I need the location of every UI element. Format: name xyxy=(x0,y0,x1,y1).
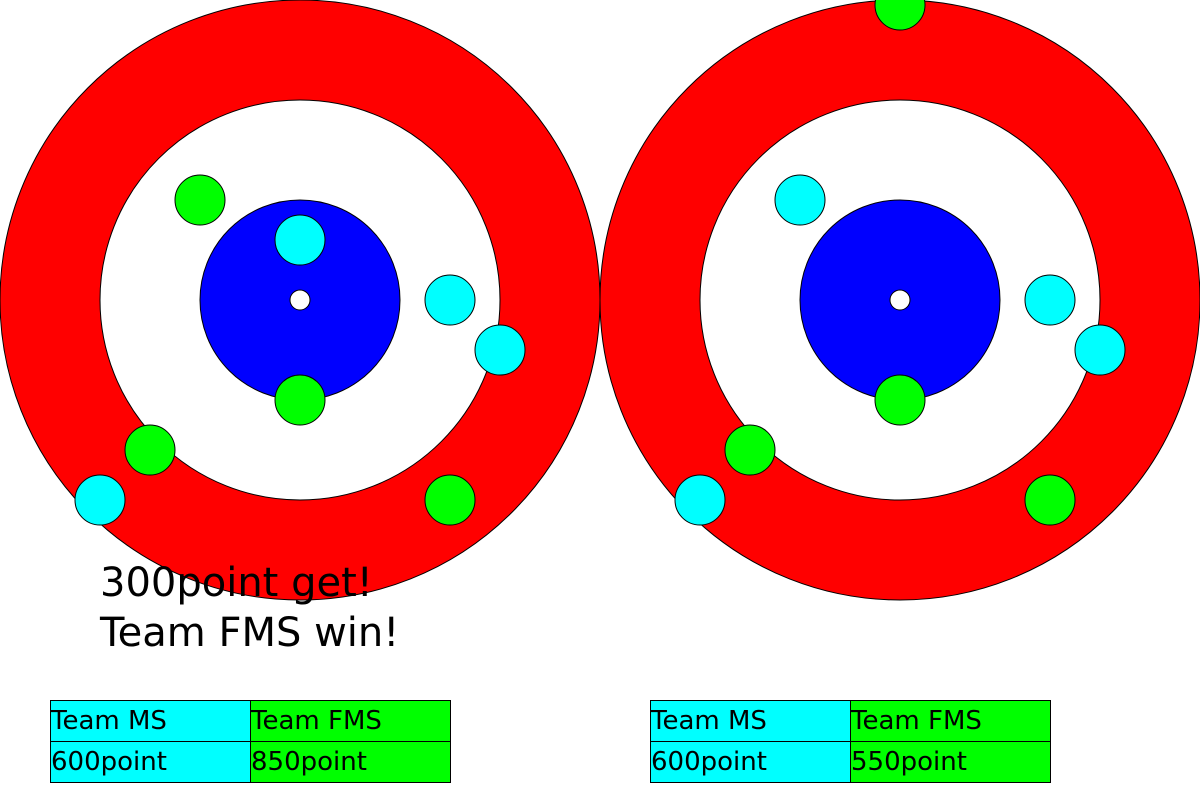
house-left xyxy=(0,0,601,601)
team-fms-score: 550point xyxy=(850,741,1051,783)
scoreboard-score-row: 600point 850point xyxy=(50,741,451,783)
button-center xyxy=(889,289,911,311)
scoreboard-left: Team MS Team FMS 600point 850point xyxy=(50,700,451,783)
scoreboard-header-row: Team MS Team FMS xyxy=(50,700,451,742)
points-message: 300point get! xyxy=(100,560,373,606)
team-fms-stone xyxy=(174,174,226,226)
house-right xyxy=(599,0,1200,601)
team-ms-stone xyxy=(1024,274,1076,326)
winner-message: Team FMS win! xyxy=(100,610,400,656)
team-ms-score: 600point xyxy=(50,741,251,783)
scoreboard-header-row: Team MS Team FMS xyxy=(650,700,1051,742)
team-ms-stone xyxy=(674,474,726,526)
team-fms-label: Team FMS xyxy=(850,700,1051,742)
team-ms-stone xyxy=(274,214,326,266)
team-ms-stone xyxy=(424,274,476,326)
team-fms-stone xyxy=(874,0,926,31)
team-fms-stone xyxy=(274,374,326,426)
scoreboard-right: Team MS Team FMS 600point 550point xyxy=(650,700,1051,783)
team-ms-score: 600point xyxy=(650,741,851,783)
team-fms-label: Team FMS xyxy=(250,700,451,742)
result-message: 300point get!Team FMS win! xyxy=(100,558,399,658)
team-ms-label: Team MS xyxy=(650,700,851,742)
team-fms-score: 850point xyxy=(250,741,451,783)
team-fms-stone xyxy=(724,424,776,476)
team-fms-stone xyxy=(1024,474,1076,526)
team-ms-stone xyxy=(774,174,826,226)
team-fms-stone xyxy=(424,474,476,526)
team-ms-stone xyxy=(74,474,126,526)
team-fms-stone xyxy=(874,374,926,426)
team-fms-stone xyxy=(124,424,176,476)
team-ms-stone xyxy=(1074,324,1126,376)
button-center xyxy=(289,289,311,311)
team-ms-label: Team MS xyxy=(50,700,251,742)
scoreboard-score-row: 600point 550point xyxy=(650,741,1051,783)
team-ms-stone xyxy=(474,324,526,376)
